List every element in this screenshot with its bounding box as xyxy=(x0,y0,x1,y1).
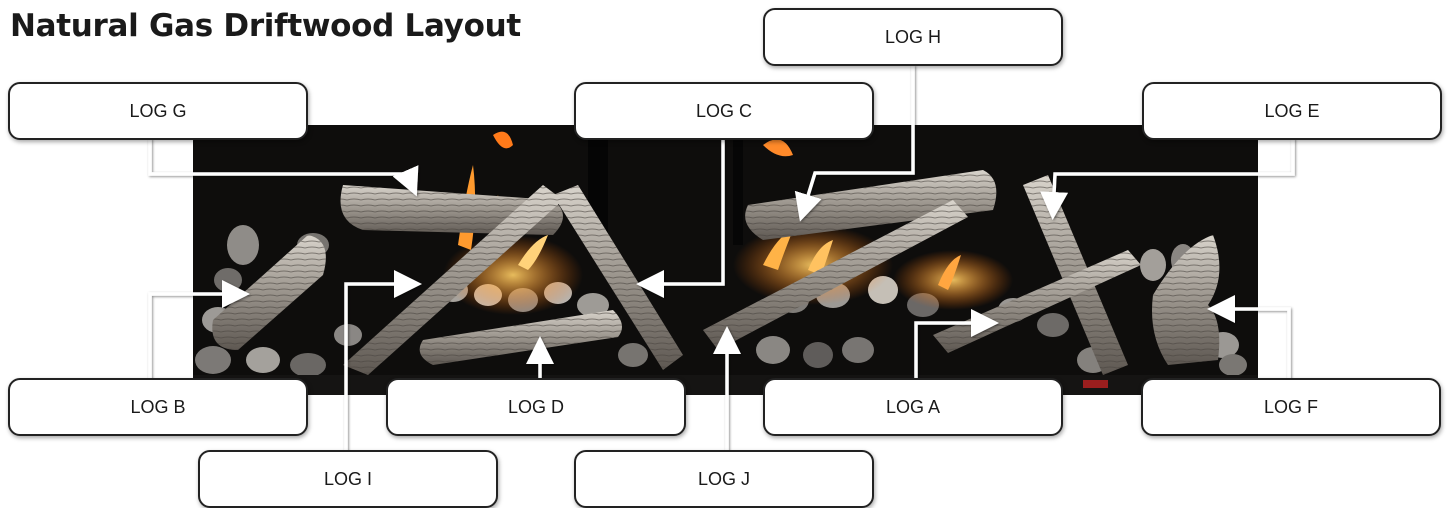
label-log-e: LOG E xyxy=(1142,82,1442,140)
logs xyxy=(212,170,1220,375)
diagram-title: Natural Gas Driftwood Layout xyxy=(10,8,521,44)
label-log-f: LOG F xyxy=(1141,378,1441,436)
label-log-g: LOG G xyxy=(8,82,308,140)
label-log-j: LOG J xyxy=(574,450,874,508)
label-log-h: LOG H xyxy=(763,8,1063,66)
label-log-c: LOG C xyxy=(574,82,874,140)
label-log-a: LOG A xyxy=(763,378,1063,436)
fireplace-photo xyxy=(193,125,1258,395)
label-log-d: LOG D xyxy=(386,378,686,436)
label-log-b: LOG B xyxy=(8,378,308,436)
label-log-i: LOG I xyxy=(198,450,498,508)
